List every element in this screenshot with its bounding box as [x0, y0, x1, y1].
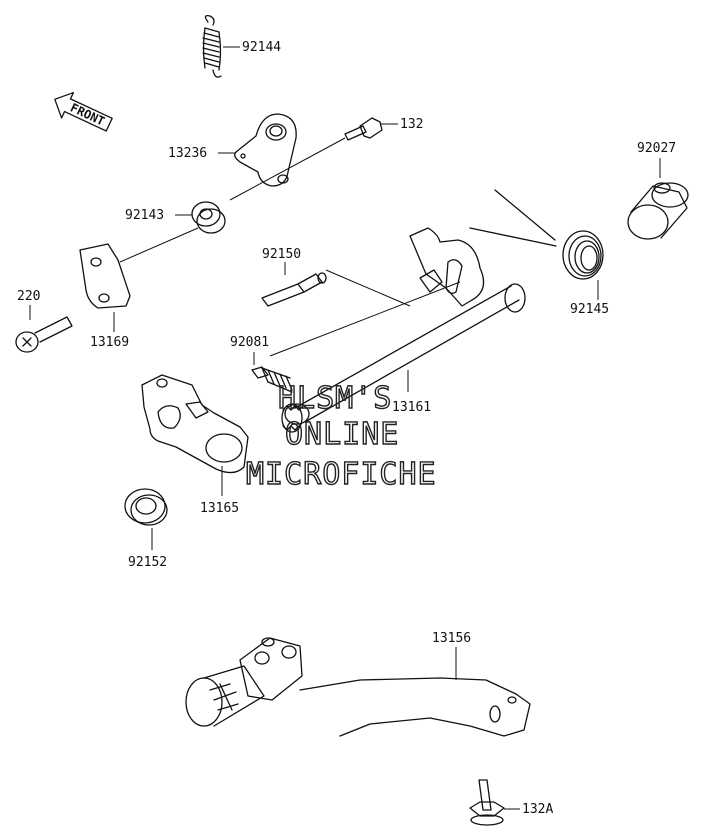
bolt-132-icon — [344, 117, 383, 141]
watermark-line-3: MICROFICHE — [246, 457, 437, 492]
label-92027: 92027 — [637, 141, 676, 156]
label-92144: 92144 — [242, 40, 281, 55]
label-220: 220 — [17, 289, 40, 304]
label-92152: 92152 — [128, 555, 167, 570]
label-13165: 13165 — [200, 501, 239, 516]
plate-13236-icon — [234, 113, 297, 187]
front-arrow-icon: FRONT — [54, 91, 113, 132]
pin-92150-icon — [261, 272, 327, 307]
arm-13165-icon — [141, 374, 249, 474]
label-13169: 13169 — [90, 335, 129, 350]
collar-92143-icon — [191, 201, 226, 234]
watermark-line-2: ONLINE — [285, 417, 399, 452]
watermark-line-1: HLSM'S — [278, 381, 392, 416]
washer-92152-icon — [124, 488, 168, 526]
pedal-13156-icon — [185, 637, 531, 737]
label-132a: 132A — [522, 802, 553, 817]
screw-220-icon — [15, 316, 73, 353]
bushing-92027-icon — [627, 182, 689, 240]
label-132: 132 — [400, 117, 423, 132]
label-92150: 92150 — [262, 247, 301, 262]
label-13156: 13156 — [432, 631, 471, 646]
spring-92081-icon — [251, 366, 293, 393]
label-92143: 92143 — [125, 208, 164, 223]
label-92145: 92145 — [570, 302, 609, 317]
label-92081: 92081 — [230, 335, 269, 350]
front-label: FRONT — [68, 101, 107, 129]
label-13236: 13236 — [168, 146, 207, 161]
plate-13169-icon — [79, 243, 131, 309]
label-13161: 13161 — [392, 400, 431, 415]
shaft-13161-icon — [281, 227, 526, 433]
watermark: HLSM'S ONLINE MICROFICHE — [245, 380, 437, 492]
spring-92145-icon — [469, 189, 604, 280]
spring-92144-icon — [202, 14, 222, 78]
bolt-132a-icon — [469, 779, 505, 826]
